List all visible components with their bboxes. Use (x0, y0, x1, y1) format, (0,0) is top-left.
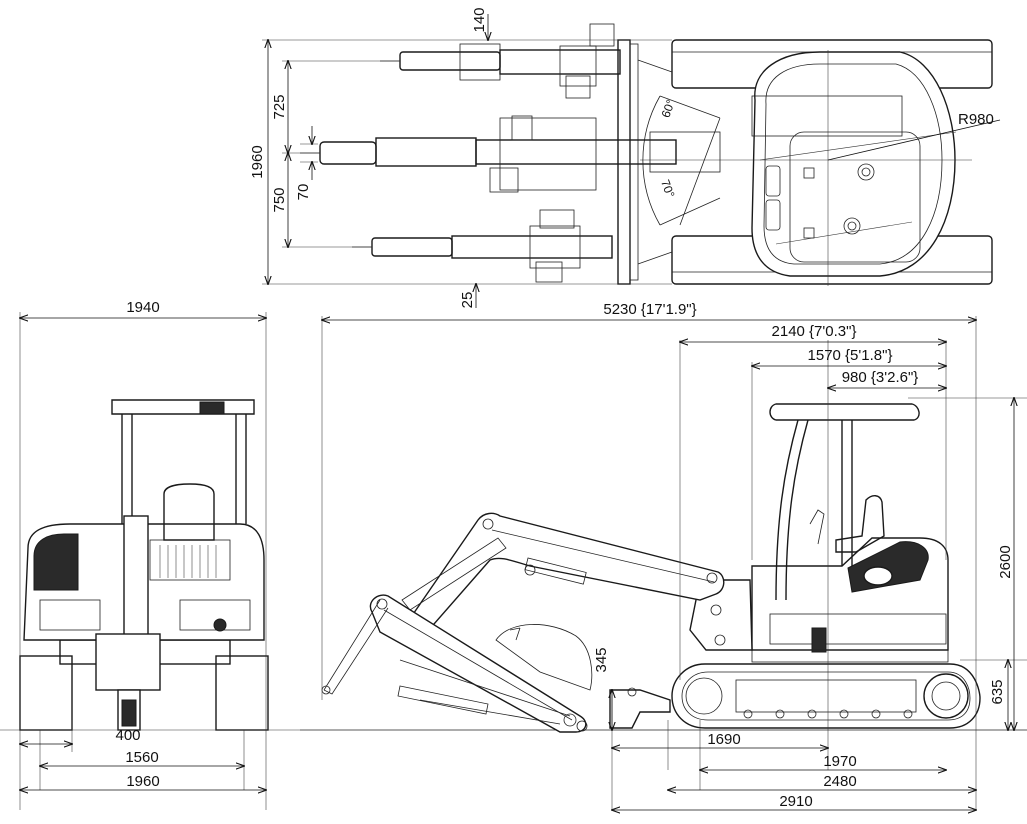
dimension-lines (20, 14, 1014, 810)
label-front-track-width: 400 (115, 727, 140, 744)
side-blade (609, 689, 671, 729)
label-side-tumbler-distance: 1690 (707, 731, 740, 748)
top-boom-upper (380, 23, 621, 99)
front-seat (163, 483, 215, 541)
front-track-left (19, 655, 73, 731)
label-side-track-length: 2480 (823, 773, 856, 790)
label-side-track-height: 635 (989, 679, 1006, 704)
label-boom-offset-right: 750 (271, 187, 288, 212)
label-side-tail-to-center: 2140 {7'0.3"} (772, 323, 857, 340)
label-swing-angle-right: 70° (658, 178, 677, 200)
label-boom-offset-left: 725 (271, 94, 288, 119)
side-seat (835, 495, 885, 553)
top-boom-lower (352, 209, 613, 283)
label-side-cab-rear: 980 {3'2.6"} (842, 369, 919, 386)
side-bucket (495, 624, 593, 691)
top-boom-center (300, 115, 721, 193)
label-side-overall-height: 2600 (997, 545, 1014, 578)
label-top-clearance: 140 (471, 7, 488, 32)
front-canopy-roof (111, 399, 255, 415)
front-track-right (215, 655, 269, 731)
side-view (300, 316, 1027, 810)
label-front-track-gauge: 1560 (125, 749, 158, 766)
side-boom (396, 512, 725, 641)
label-side-blade-height: 345 (593, 647, 610, 672)
top-blade (617, 39, 631, 285)
front-view (0, 312, 300, 810)
label-front-overall-width: 1960 (126, 773, 159, 790)
label-side-canopy-length: 1570 {5'1.8"} (808, 347, 893, 364)
label-bottom-clearance: 25 (459, 292, 476, 309)
side-track (671, 663, 981, 729)
side-sprocket (923, 673, 969, 719)
label-swing-angle-left: 60° (659, 98, 678, 120)
top-upper-structure (751, 51, 956, 277)
front-boom (123, 515, 149, 647)
label-side-blade-to-rear: 2910 (779, 793, 812, 810)
label-radius: R980 (958, 111, 994, 128)
label-front-canopy-width: 1940 (126, 299, 159, 316)
label-side-overall-length: 5230 {17'1.9"} (603, 301, 696, 318)
side-arm (369, 594, 587, 733)
dimension-labels: R980 1960 725 750 70 140 25 60° 70° 1940… (115, 7, 1014, 810)
label-bucket-offset: 70 (295, 184, 312, 201)
label-side-idler-to-sprocket: 1970 (823, 753, 856, 770)
top-view (262, 23, 993, 286)
side-canopy-roof (769, 403, 920, 421)
label-top-overall-width: 1960 (249, 145, 266, 178)
